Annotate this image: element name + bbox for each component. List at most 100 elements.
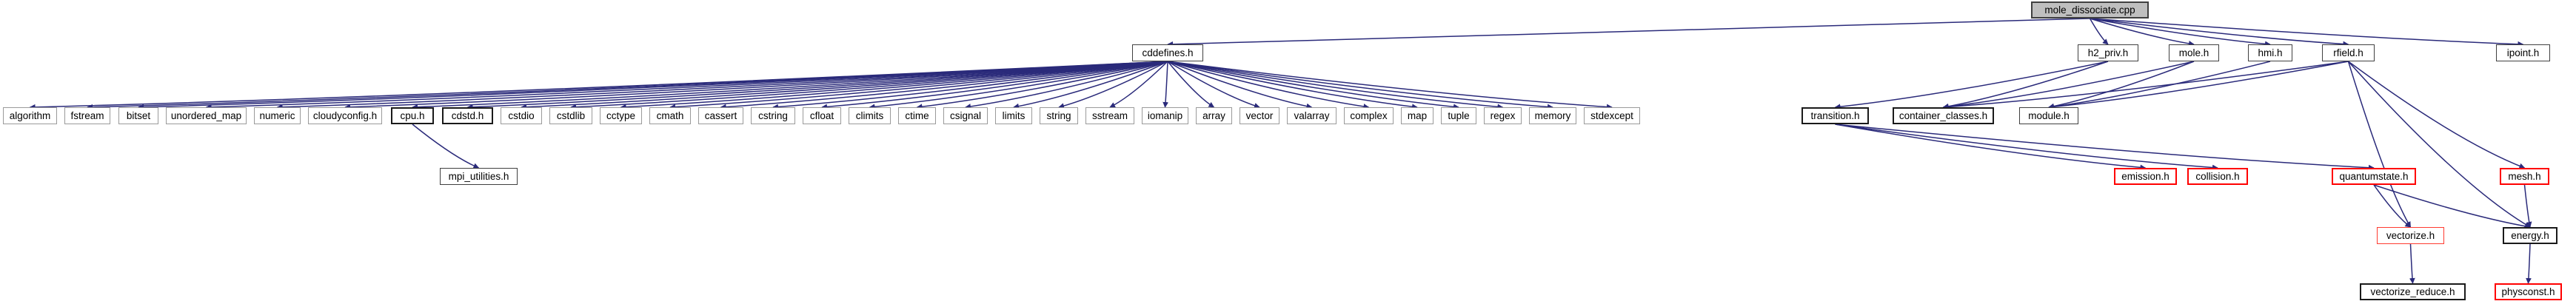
graph-edge-cddefines-h-to-cstring [772, 61, 1168, 110]
graph-node-cctype[interactable]: cctype [600, 107, 642, 124]
graph-node-physconst-h[interactable]: physconst.h [2495, 283, 2562, 300]
graph-node-vectorize-reduce-h[interactable]: vectorize_reduce.h [2360, 283, 2466, 300]
graph-edge-rfield-h-to-energy-h [2347, 61, 2531, 228]
graph-node-cstdlib[interactable]: cstdlib [549, 107, 592, 124]
graph-edge-cddefines-h-to-cfloat [821, 61, 1168, 110]
graph-edge-cddefines-h-to-limits [1013, 61, 1168, 109]
graph-node-iomanip[interactable]: iomanip [1142, 107, 1188, 124]
graph-edge-mole-dissociate-cpp-to-h2-priv-h [2089, 18, 2109, 45]
graph-edge-h2-priv-h-to-transition-h [1834, 61, 2109, 110]
graph-node-vectorize-h[interactable]: vectorize.h [2377, 227, 2444, 244]
graph-edge-rfield-h-to-container-classes-h [1942, 61, 2349, 110]
graph-node-array[interactable]: array [1196, 107, 1232, 124]
graph-node-unordered-map[interactable]: unordered_map [166, 107, 247, 124]
graph-edge-energy-h-to-physconst-h [2526, 243, 2532, 284]
graph-node-limits[interactable]: limits [995, 107, 1032, 124]
graph-node-cstring[interactable]: cstring [751, 107, 795, 124]
graph-node-cstdio[interactable]: cstdio [501, 107, 542, 124]
graph-node-cassert[interactable]: cassert [698, 107, 743, 124]
graph-node-complex[interactable]: complex [1344, 107, 1394, 124]
graph-node-string[interactable]: string [1040, 107, 1078, 124]
graph-edge-rfield-h-to-vectorize-h [2347, 61, 2412, 228]
graph-node-bitset[interactable]: bitset [118, 107, 158, 124]
graph-node-memory[interactable]: memory [1529, 107, 1576, 124]
graph-edge-cddefines-h-to-climits [869, 61, 1168, 110]
graph-node-collision-h[interactable]: collision.h [2187, 168, 2248, 185]
graph-edge-cddefines-h-to-bitset [138, 61, 1168, 110]
graph-node-ctime[interactable]: ctime [898, 107, 936, 124]
graph-edge-cddefines-h-to-cassert [720, 61, 1168, 110]
graph-edge-cddefines-h-to-vector [1167, 61, 1260, 109]
graph-edge-cddefines-h-to-fstream [87, 61, 1168, 110]
graph-edge-mole-h-to-container-classes-h [1942, 61, 2195, 110]
graph-node-quantumstate-h[interactable]: quantumstate.h [2332, 168, 2416, 185]
graph-edge-rfield-h-to-mesh-h [2348, 61, 2526, 169]
graph-node-stdexcept[interactable]: stdexcept [1584, 107, 1640, 124]
graph-edge-rfield-h-to-module-h [2048, 61, 2349, 110]
graph-node-mesh-h[interactable]: mesh.h [2500, 168, 2549, 185]
graph-edge-cddefines-h-to-iomanip [1162, 61, 1168, 108]
graph-node-energy-h[interactable]: energy.h [2503, 227, 2557, 244]
graph-edge-cddefines-h-to-cstdio [521, 61, 1168, 110]
graph-edge-hmi-h-to-module-h [2048, 61, 2271, 109]
graph-edge-cddefines-h-to-cpu-h [412, 61, 1168, 110]
graph-node-ipoint-h[interactable]: ipoint.h [2496, 44, 2550, 61]
graph-node-regex[interactable]: regex [1484, 107, 1522, 124]
graph-node-cdstd-h[interactable]: cdstd.h [442, 107, 493, 124]
graph-node-cloudyconfig-h[interactable]: cloudyconfig.h [308, 107, 382, 124]
graph-node-emission-h[interactable]: emission.h [2114, 168, 2177, 185]
graph-edge-cddefines-h-to-cdstd-h [466, 61, 1168, 110]
graph-node-map[interactable]: map [1401, 107, 1433, 124]
graph-edge-cddefines-h-to-tuple [1167, 61, 1459, 110]
graph-node-cfloat[interactable]: cfloat [803, 107, 841, 124]
graph-edge-transition-h-to-emission-h [1835, 124, 2147, 171]
graph-edge-vectorize-h-to-vectorize-reduce-h [2409, 243, 2415, 284]
graph-edge-cddefines-h-to-memory [1167, 61, 1553, 110]
graph-node-algorithm[interactable]: algorithm [3, 107, 57, 124]
graph-edge-mole-dissociate-cpp-to-hmi-h [2090, 18, 2271, 47]
graph-edge-cddefines-h-to-algorithm [29, 61, 1168, 110]
graph-node-hmi-h[interactable]: hmi.h [2248, 44, 2292, 61]
graph-node-sstream[interactable]: sstream [1085, 107, 1134, 124]
graph-edge-cddefines-h-to-map [1167, 61, 1418, 110]
graph-node-cmath[interactable]: cmath [649, 107, 691, 124]
graph-node-cddefines-h[interactable]: cddefines.h [1132, 44, 1203, 61]
graph-node-module-h[interactable]: module.h [2019, 107, 2078, 124]
graph-edge-quantumstate-h-to-energy-h [2373, 184, 2531, 229]
graph-edge-transition-h-to-quantumstate-h [1835, 124, 2375, 171]
graph-edge-cddefines-h-to-cmath [669, 61, 1168, 110]
graph-edge-mole-dissociate-cpp-to-ipoint-h [2090, 18, 2524, 47]
graph-node-tuple[interactable]: tuple [1441, 107, 1476, 124]
graph-node-vector[interactable]: vector [1240, 107, 1279, 124]
graph-edge-cddefines-h-to-cctype [620, 61, 1168, 110]
graph-node-mole-dissociate-cpp[interactable]: mole_dissociate.cpp [2031, 1, 2149, 18]
graph-node-mpi-utilities-h[interactable]: mpi_utilities.h [440, 168, 518, 185]
graph-edge-mole-dissociate-cpp-to-mole-h [2090, 18, 2195, 47]
graph-node-climits[interactable]: climits [849, 107, 891, 124]
graph-node-fstream[interactable]: fstream [64, 107, 110, 124]
graph-node-csignal[interactable]: csignal [943, 107, 988, 124]
graph-node-cpu-h[interactable]: cpu.h [391, 107, 434, 124]
graph-edge-cddefines-h-to-array [1167, 61, 1215, 108]
graph-edge-cddefines-h-to-cstdlib [570, 61, 1168, 110]
graph-edge-mesh-h-to-energy-h [2523, 184, 2532, 228]
graph-node-rfield-h[interactable]: rfield.h [2322, 44, 2375, 61]
graph-node-container-classes-h[interactable]: container_classes.h [1893, 107, 1994, 124]
graph-node-transition-h[interactable]: transition.h [1801, 107, 1869, 124]
graph-edge-cddefines-h-to-string [1058, 61, 1168, 109]
graph-edge-quantumstate-h-to-vectorize-h [2373, 184, 2412, 228]
graph-edge-cddefines-h-to-csignal [965, 61, 1168, 109]
graph-edge-cddefines-h-to-complex [1167, 61, 1370, 109]
graph-edge-cddefines-h-to-sstream [1109, 61, 1168, 108]
graph-node-mole-h[interactable]: mole.h [2169, 44, 2219, 61]
graph-edge-cddefines-h-to-stdexcept [1167, 61, 1613, 110]
graph-node-numeric[interactable]: numeric [254, 107, 301, 124]
graph-node-valarray[interactable]: valarray [1287, 107, 1336, 124]
graph-edge-cddefines-h-to-ctime [916, 61, 1168, 110]
graph-edge-mole-h-to-module-h [2048, 61, 2195, 109]
graph-edge-cddefines-h-to-valarray [1167, 61, 1313, 109]
graph-edge-cddefines-h-to-cloudyconfig-h [344, 61, 1168, 110]
graph-edge-cddefines-h-to-numeric [276, 61, 1168, 110]
graph-node-h2-priv-h[interactable]: h2_priv.h [2078, 44, 2138, 61]
